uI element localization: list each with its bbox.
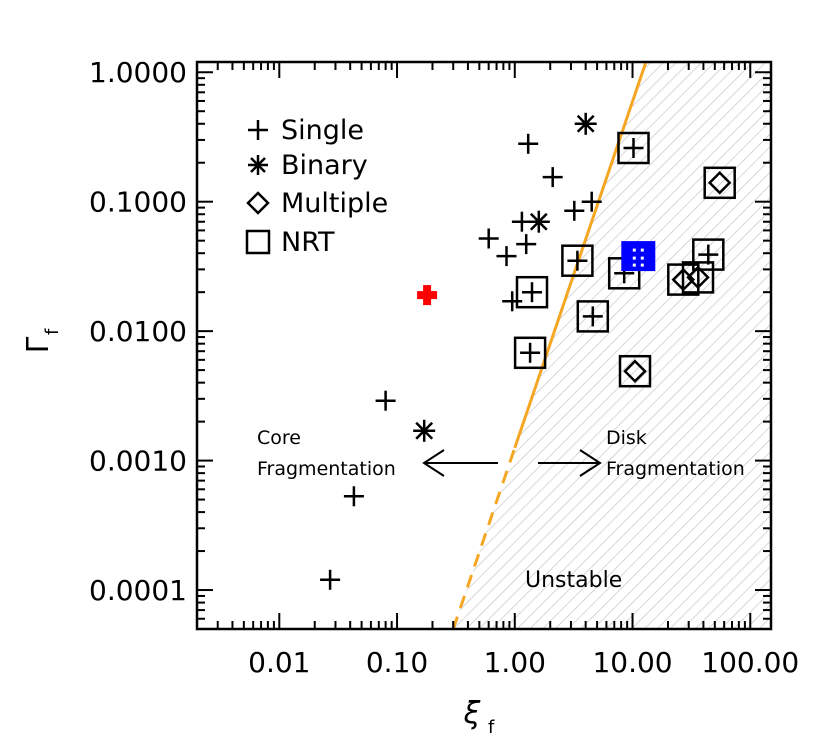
data-point-plus (496, 246, 517, 267)
arrow-right-icon (538, 449, 602, 477)
data-point-plus (343, 486, 364, 507)
data-point-plus (516, 234, 537, 255)
legend-label-nrt: NRT (281, 227, 335, 258)
x-tick-label: 100.00 (701, 646, 799, 679)
unstable-region (453, 62, 771, 629)
arrow-left-icon (422, 449, 498, 477)
y-tick-label: 1.0000 (89, 56, 187, 89)
annotation-disk-2: Fragmentation (606, 458, 745, 480)
legend-label-multiple: Multiple (281, 188, 388, 219)
y-axis-title-subscript: f (42, 328, 63, 335)
data-point-plus (478, 228, 499, 249)
y-tick-label: 0.0001 (89, 574, 187, 607)
data-point-blue-block (621, 241, 656, 272)
x-axis-title: ξ (463, 696, 481, 731)
data-point-filled-cross (417, 285, 438, 306)
data-point-asterisk (413, 419, 436, 442)
y-axis-title: Γ (21, 336, 56, 353)
data-point-plus (320, 569, 341, 590)
data-point-plus-square (617, 131, 650, 165)
legend: Single Binary Multiple NRT (245, 115, 388, 258)
annotation-disk-1: Disk (606, 427, 647, 449)
annotation-core-2: Fragmentation (257, 458, 396, 480)
data-point-plus (502, 291, 523, 312)
data-point-plus-square (515, 275, 549, 309)
axis-ticks: 0.01 0.10 1.00 10.00 100.00 0.0001 0.0010 0.010… (89, 56, 799, 679)
data-point-plus (375, 390, 396, 411)
plot-frame (195, 60, 773, 631)
annotation-core-1: Core (257, 427, 301, 449)
x-tick-label: 10.00 (592, 646, 672, 679)
legend-label-binary: Binary (281, 150, 368, 181)
unstable-hatch (453, 62, 771, 629)
data-point-asterisk (574, 112, 597, 135)
y-tick-label: 0.1000 (89, 186, 187, 219)
boundary-solid (513, 62, 648, 449)
x-axis-title-subscript: f (488, 717, 495, 738)
data-point-plus (581, 191, 602, 212)
y-tick-label: 0.0010 (89, 445, 187, 478)
data-point-plus (518, 133, 539, 154)
x-tick-label: 1.00 (484, 646, 546, 679)
stability-boundary-line (451, 62, 648, 629)
y-tick-label: 0.0100 (89, 315, 187, 348)
data-point-asterisk (527, 210, 550, 233)
data-point-plus-square (513, 336, 547, 370)
data-point-diamond-square (703, 166, 736, 200)
data-point-diamond-square (681, 261, 715, 294)
legend-label-single: Single (281, 115, 364, 146)
data-point-plus (564, 200, 585, 221)
legend-marker-nrt (245, 229, 271, 255)
boundary-dashed (451, 447, 517, 629)
annotation-unstable: Unstable (525, 568, 622, 593)
x-tick-label: 0.10 (366, 646, 428, 679)
data-point-diamond-square (618, 354, 652, 388)
data-point-plus (542, 167, 563, 188)
data-point-plus-square (576, 300, 610, 333)
x-tick-label: 0.01 (248, 646, 310, 679)
legend-marker-multiple (246, 191, 270, 215)
data-point-plus-square (561, 244, 594, 277)
legend-marker-binary (248, 155, 268, 175)
legend-marker-single (248, 120, 268, 140)
data-points (320, 112, 736, 590)
